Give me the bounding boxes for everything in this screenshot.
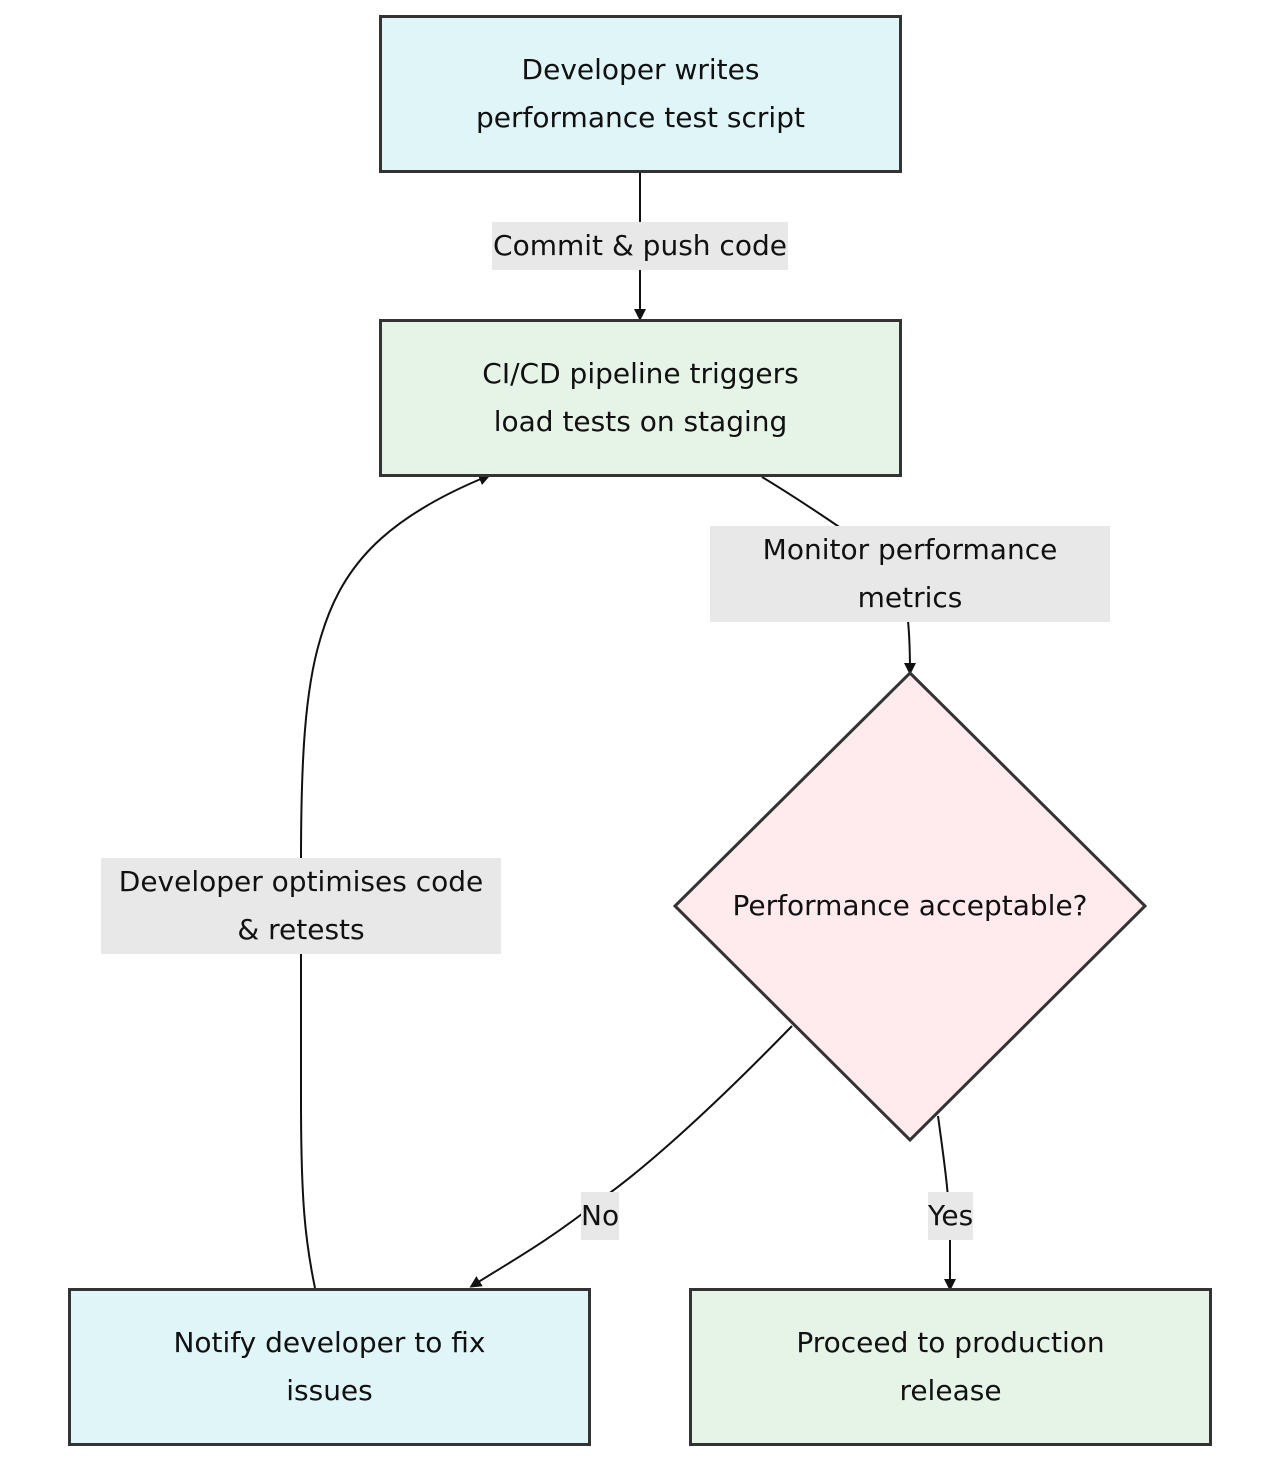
edge-label-monitor: Monitor performance metrics <box>710 526 1110 622</box>
node-pipeline: CI/CD pipeline triggers load tests on st… <box>379 319 902 477</box>
node-notify-line2: issues <box>286 1374 373 1407</box>
edge-label-optimise-line2: & retests <box>237 913 365 946</box>
node-proceed-line1: Proceed to production <box>796 1326 1105 1359</box>
node-proceed: Proceed to production release <box>689 1288 1212 1446</box>
node-notify: Notify developer to fix issues <box>68 1288 591 1446</box>
edge-label-monitor-line2: metrics <box>857 581 963 614</box>
edge-label-optimise-line1: Developer optimises code <box>118 865 484 898</box>
edge-label-yes: Yes <box>928 1192 973 1240</box>
edge-label-optimise: Developer optimises code & retests <box>101 858 501 954</box>
node-notify-line1: Notify developer to fix <box>173 1326 486 1359</box>
edge-label-commit: Commit & push code <box>492 222 788 270</box>
decision-node: Performance acceptable? <box>700 884 1120 928</box>
edge-label-commit-text: Commit & push code <box>493 229 787 262</box>
edge-no <box>469 1025 793 1288</box>
node-proceed-line2: release <box>899 1374 1002 1407</box>
edge-label-no-text: No <box>581 1199 620 1232</box>
edge-label-monitor-line1: Monitor performance <box>762 533 1058 566</box>
decision-node-label: Performance acceptable? <box>732 889 1088 922</box>
decision-node-shape <box>672 670 1148 1143</box>
node-write-script-line1: Developer writes <box>521 53 760 86</box>
node-pipeline-line2: load tests on staging <box>493 405 788 438</box>
node-write-script: Developer writes performance test script <box>379 15 902 173</box>
node-write-script-line2: performance test script <box>476 101 805 134</box>
edge-optimise <box>300 473 491 1289</box>
edge-label-no: No <box>581 1192 619 1240</box>
node-pipeline-line1: CI/CD pipeline triggers <box>482 357 799 390</box>
edge-label-yes-text: Yes <box>928 1199 974 1232</box>
